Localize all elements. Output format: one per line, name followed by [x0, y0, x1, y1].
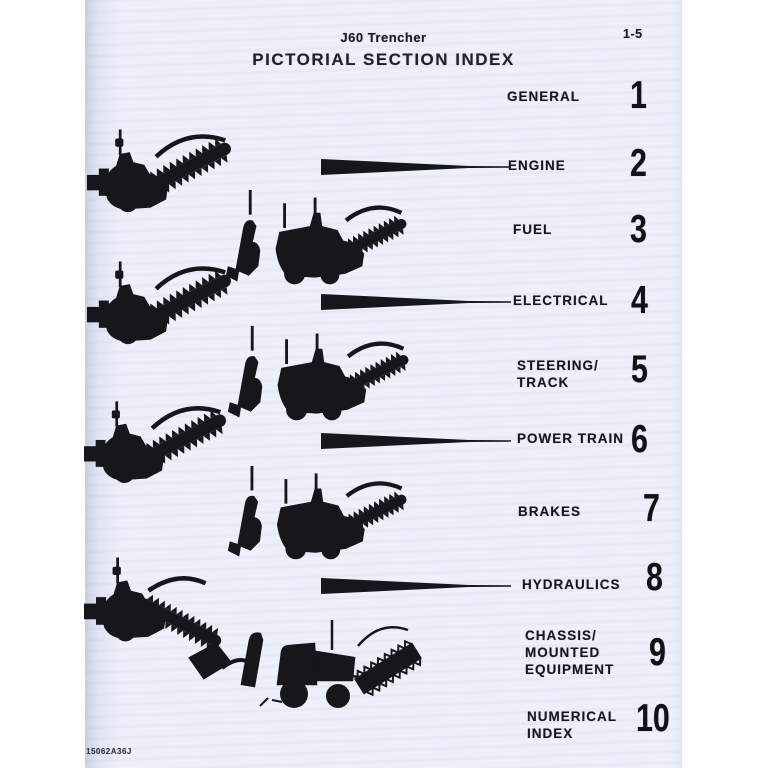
index-number-electrical: 4 — [631, 279, 648, 322]
document-model-title: J60 Trencher — [340, 30, 427, 45]
index-number-hydraulics: 8 — [646, 556, 663, 599]
index-label-line: STEERING/ — [517, 358, 599, 373]
index-number-general: 1 — [630, 74, 647, 117]
page-number: 1-5 — [623, 27, 643, 41]
index-label-line: BRAKES — [518, 504, 582, 519]
index-label-line: POWER TRAIN — [517, 431, 624, 446]
index-number-fuel: 3 — [630, 208, 647, 251]
index-label-fuel: FUEL — [513, 221, 552, 238]
index-number-steering-track: 5 — [631, 348, 648, 391]
index-label-numerical-index: NUMERICAL INDEX — [527, 708, 617, 742]
form-number: 15062A36J — [86, 747, 132, 756]
index-label-brakes: BRAKES — [518, 503, 581, 520]
index-label-line: HYDRAULICS — [522, 577, 621, 592]
index-label-line: CHASSIS/ — [525, 628, 597, 643]
index-label-line: TRACK — [517, 375, 570, 390]
index-number-brakes: 7 — [643, 487, 660, 530]
index-label-engine: ENGINE — [508, 157, 566, 174]
trencher-silhouette-4 — [227, 325, 412, 421]
trencher-silhouette-3 — [87, 261, 237, 345]
pointer-wedge-power-train — [321, 433, 511, 449]
index-label-line: ELECTRICAL — [513, 293, 609, 308]
index-label-line: NUMERICAL — [527, 709, 617, 724]
index-number-numerical-index: 10 — [636, 697, 670, 740]
pointer-wedge-engine — [321, 159, 511, 175]
index-number-power-train: 6 — [631, 418, 648, 461]
index-number-chassis-mounted-equipment: 9 — [649, 631, 666, 674]
index-label-line: MOUNTED — [525, 645, 601, 660]
trencher-silhouette-7 — [84, 557, 227, 649]
trencher-outline-drawing-8 — [188, 620, 422, 708]
paper-page: J60 Trencher PICTORIAL SECTION INDEX 1-5 — [84, 0, 682, 768]
index-label-line: ENGINE — [508, 158, 566, 173]
pointer-wedge-hydraulics — [321, 578, 511, 594]
index-label-general: GENERAL — [507, 88, 580, 105]
index-label-steering-track: STEERING/ TRACK — [517, 357, 599, 391]
index-label-power-train: POWER TRAIN — [517, 430, 624, 447]
index-number-engine: 2 — [630, 142, 647, 185]
trencher-silhouette-5 — [84, 401, 232, 483]
page-title: PICTORIAL SECTION INDEX — [252, 50, 515, 69]
index-label-chassis-mounted-equipment: CHASSIS/ MOUNTED EQUIPMENT — [525, 627, 614, 678]
trencher-silhouette-1 — [87, 129, 237, 213]
trencher-silhouette-2 — [225, 189, 410, 285]
pointer-wedge-electrical — [321, 294, 511, 310]
index-label-line: FUEL — [513, 222, 553, 237]
trencher-silhouette-6 — [227, 465, 410, 560]
index-label-hydraulics: HYDRAULICS — [522, 576, 621, 593]
index-label-line: EQUIPMENT — [525, 662, 615, 677]
index-label-electrical: ELECTRICAL — [513, 292, 609, 309]
index-label-line: INDEX — [527, 726, 574, 741]
index-label-line: GENERAL — [507, 89, 581, 104]
